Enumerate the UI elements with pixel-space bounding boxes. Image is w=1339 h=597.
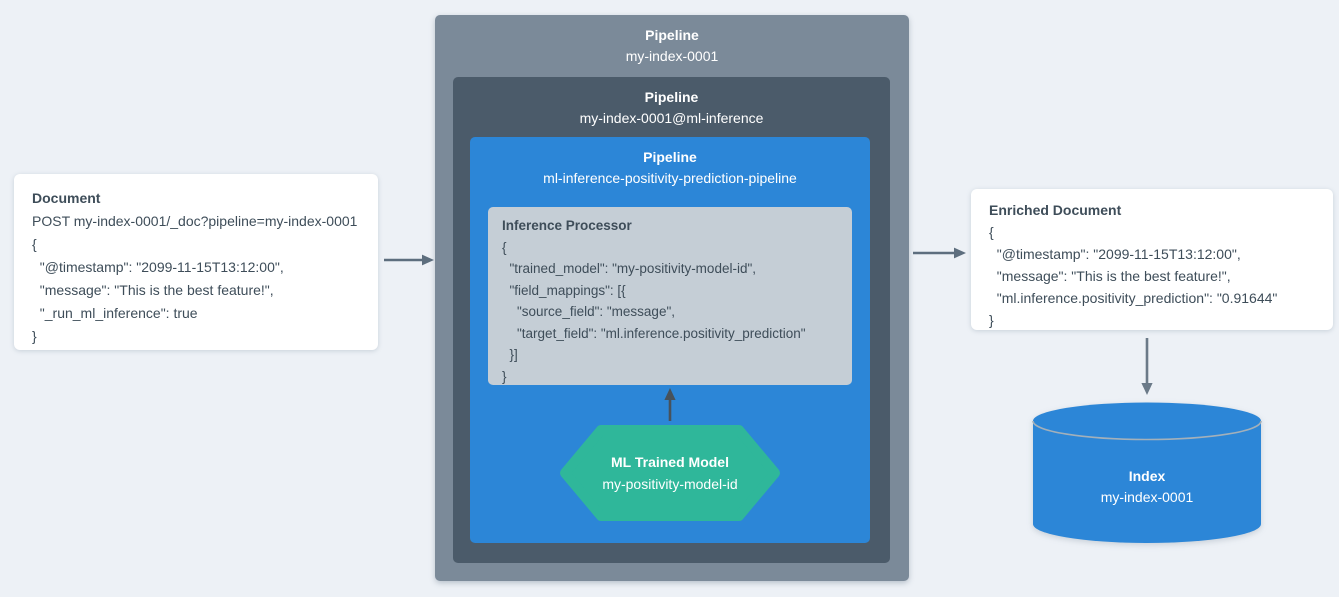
document-code-line: "message": "This is the best feature!",: [32, 282, 274, 298]
document-card: Document POST my-index-0001/_doc?pipelin…: [14, 174, 378, 350]
inference-processor-code-line: }]: [502, 347, 518, 362]
cylinder-shape: [1032, 402, 1262, 543]
inference-processor-code-line: "source_field": "message",: [502, 304, 675, 319]
enriched-document-title: Enriched Document: [989, 202, 1122, 218]
enriched-document-card: Enriched Document { "@timestamp": "2099-…: [971, 189, 1333, 330]
pipeline-outer-name: my-index-0001: [625, 48, 719, 64]
pipeline-outer-label: Pipeline: [645, 27, 699, 43]
document-code-line: POST my-index-0001/_doc?pipeline=my-inde…: [32, 213, 358, 229]
pipeline-ml-inference-label: Pipeline: [644, 89, 699, 105]
inference-processor-code-line: {: [502, 239, 507, 255]
arrow-down-icon: [1141, 338, 1153, 395]
document-card-title: Document: [32, 190, 101, 206]
pipeline-ml-inference-header: Pipeline my-index-0001@ml-inference: [453, 77, 890, 129]
pipeline-ml-inference-box: Pipeline my-index-0001@ml-inference Pipe…: [453, 77, 890, 563]
inference-processor-card: Inference Processor { "trained_model": "…: [488, 207, 852, 385]
document-code-line: }: [32, 328, 37, 344]
pipeline-prediction-label: Pipeline: [643, 149, 697, 165]
enriched-document-code-line: {: [989, 224, 994, 240]
document-code-line: {: [32, 236, 37, 252]
pipeline-prediction-box: Pipeline ml-inference-positivity-predict…: [470, 137, 870, 543]
document-code-line: "_run_ml_inference": true: [32, 305, 198, 321]
ml-trained-model-text: ML Trained Model my-positivity-model-id: [558, 423, 782, 523]
inference-processor-code-line: }: [502, 368, 507, 384]
document-code-line: "@timestamp": "2099-11-15T13:12:00",: [32, 259, 284, 275]
arrow-up-icon: [664, 388, 676, 421]
index-cylinder: Index my-index-0001: [1032, 402, 1262, 544]
enriched-document-code-line: "ml.inference.positivity_prediction": "0…: [989, 290, 1278, 306]
index-name: my-index-0001: [1100, 489, 1194, 505]
index-cylinder-text: Index my-index-0001: [1032, 466, 1262, 508]
inference-processor-code-line: "target_field": "ml.inference.positivity…: [502, 325, 806, 341]
pipeline-prediction-header: Pipeline ml-inference-positivity-predict…: [470, 137, 870, 189]
pipeline-outer-box: Pipeline my-index-0001 Pipeline my-index…: [435, 15, 909, 581]
hexagon-shape: [560, 425, 780, 521]
ml-trained-model-title: ML Trained Model: [611, 454, 729, 470]
pipeline-prediction-name: ml-inference-positivity-prediction-pipel…: [543, 170, 797, 186]
inference-processor-code-line: "field_mappings": [{: [502, 282, 626, 298]
enriched-document-code-line: }: [989, 312, 994, 328]
enriched-document-code-line: "@timestamp": "2099-11-15T13:12:00",: [989, 246, 1241, 262]
arrow-right-icon: [913, 247, 966, 259]
index-title: Index: [1128, 468, 1166, 484]
enriched-document-code-line: "message": "This is the best feature!",: [989, 268, 1231, 284]
inference-processor-code-line: "trained_model": "my-positivity-model-id…: [502, 261, 757, 276]
pipeline-outer-header: Pipeline my-index-0001: [435, 15, 909, 67]
pipeline-ml-inference-name: my-index-0001@ml-inference: [579, 110, 764, 126]
arrow-right-icon: [384, 254, 434, 266]
inference-processor-title: Inference Processor: [502, 218, 632, 233]
ml-trained-model-hexagon: ML Trained Model my-positivity-model-id: [558, 423, 782, 523]
ml-trained-model-name: my-positivity-model-id: [602, 476, 738, 492]
